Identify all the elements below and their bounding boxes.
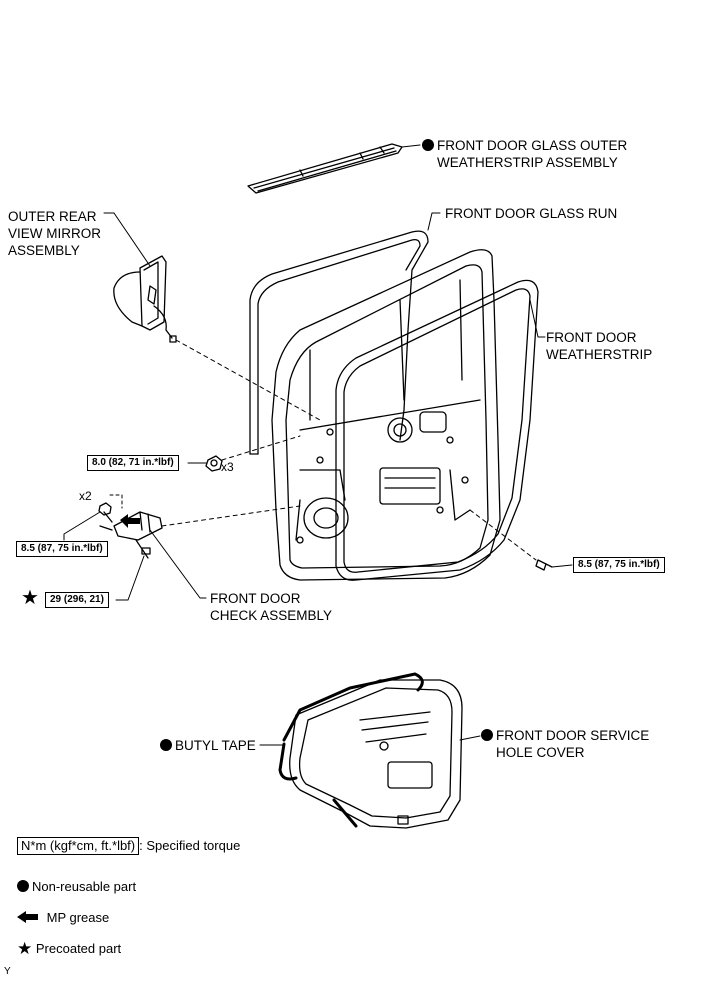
butyl-tape-label: BUTYL TAPE: [160, 737, 256, 754]
butyl-tape-part: [278, 672, 424, 828]
grease-arrow-icon: [17, 911, 38, 923]
legend-torque-sample: N*m (kgf*cm, ft.*lbf): [17, 837, 140, 855]
door-weatherstrip-label: FRONT DOOR WEATHERSTRIP: [546, 330, 653, 362]
grease-arrow-icon: [120, 514, 140, 528]
mirror-part: [113, 255, 177, 343]
non-reusable-icon: [481, 729, 493, 741]
mirror-label: OUTER REAR VIEW MIRROR ASSEMBLY: [8, 209, 101, 258]
corner-mark: Y: [4, 966, 11, 977]
door-bolt-torque: 8.5 (87, 75 in.*lbf): [573, 557, 665, 573]
alignment-lines: [161, 339, 537, 561]
outer-weatherstrip-label: FRONT DOOR GLASS OUTER WEATHERSTRIP ASSE…: [422, 137, 627, 171]
door-check-part: [98, 502, 163, 559]
non-reusable-icon: [160, 739, 172, 751]
glass-run-part: [249, 230, 429, 455]
check-nut-torque: 8.5 (87, 75 in.*lbf): [16, 541, 108, 557]
check-nut-qty: x2: [79, 489, 92, 503]
legend-precoated: ★ Precoated part: [17, 939, 122, 958]
legend-torque-desc: : Specified torque: [139, 838, 241, 853]
mirror-nut-torque: 8.0 (82, 71 in.*lbf): [87, 455, 179, 471]
non-reusable-icon: [17, 880, 29, 892]
legend-non-reusable: Non-reusable part: [17, 879, 136, 895]
door-weatherstrip-part: [335, 279, 539, 581]
precoated-star-icon: ★: [17, 939, 33, 958]
mirror-nut-part: [205, 455, 223, 472]
outer-weatherstrip-part: [247, 143, 403, 194]
service-cover-part: [289, 679, 463, 829]
precoated-star-icon: ★: [21, 587, 39, 609]
door-panel-part: [271, 249, 501, 581]
service-cover-label: FRONT DOOR SERVICE HOLE COVER: [481, 727, 649, 761]
non-reusable-icon: [422, 139, 434, 151]
leader-lines: [63, 144, 573, 746]
legend-grease: MP grease: [17, 910, 109, 926]
door-bolt-part: [535, 559, 553, 571]
legend-torque: N*m (kgf*cm, ft.*lbf): Specified torque: [17, 837, 240, 855]
door-check-label: FRONT DOOR CHECK ASSEMBLY: [210, 591, 333, 623]
mirror-nut-qty: x3: [221, 460, 234, 474]
check-bolt-torque: 29 (296, 21): [45, 592, 109, 608]
glass-run-label: FRONT DOOR GLASS RUN: [445, 206, 618, 221]
